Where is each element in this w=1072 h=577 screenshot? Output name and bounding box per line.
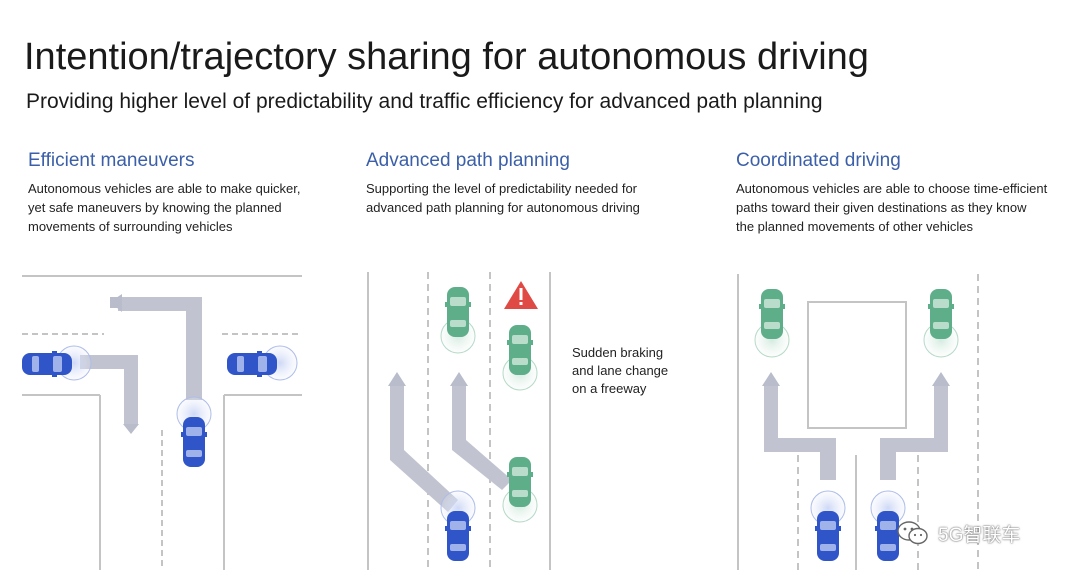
car-blue-left <box>815 511 841 561</box>
car-blue-westbound <box>22 351 72 377</box>
car-blue-ego <box>445 511 471 561</box>
freeway-note: Sudden braking and lane change on a free… <box>572 344 692 398</box>
trajectory-arrow-head <box>932 372 950 386</box>
coordinated-scene <box>737 274 979 570</box>
section-title-coordinated-driving: Coordinated driving <box>736 150 901 171</box>
intersection-scene <box>22 275 302 570</box>
trajectory-path <box>390 385 458 512</box>
wechat-icon <box>897 521 928 545</box>
description-line: the planned movements of other vehicles <box>736 219 974 234</box>
description-line: advanced path planning for autonomous dr… <box>366 200 640 215</box>
description-line: movements of surrounding vehicles <box>28 219 233 234</box>
description-line: Autonomous vehicles are able to choose t… <box>736 181 1048 196</box>
car-blue-turning <box>181 417 207 467</box>
freeway-note-line: and lane change <box>572 363 669 378</box>
trajectory-arrow-head <box>450 372 468 386</box>
car-green-rear <box>507 457 533 507</box>
car-green-lead <box>445 287 471 337</box>
car-green-braking <box>507 325 533 375</box>
warning-mark <box>519 302 523 305</box>
car-green-left <box>759 289 785 339</box>
trajectory-path <box>118 297 202 400</box>
watermark-text: 5G智联车 <box>938 524 1021 546</box>
description-line: paths toward their given destinations as… <box>736 200 1027 215</box>
building-block <box>807 301 907 429</box>
description-line: yet safe maneuvers by knowing the planne… <box>28 200 282 215</box>
freeway-note-line: on a freeway <box>572 381 647 396</box>
freeway-scene <box>367 272 551 570</box>
trajectory-path <box>452 385 512 490</box>
description-line: Autonomous vehicles are able to make qui… <box>28 181 301 196</box>
warning-mark <box>519 288 523 300</box>
section-title-efficient-maneuvers: Efficient maneuvers <box>28 150 195 171</box>
trajectory-arrow-head <box>388 372 406 386</box>
trajectory-path <box>764 384 836 480</box>
trajectory-path <box>880 384 948 480</box>
section-title-advanced-path-planning: Advanced path planning <box>366 150 570 171</box>
section-description-advanced-path-planning: Supporting the level of predictability n… <box>366 179 686 217</box>
page-subtitle: Providing higher level of predictability… <box>26 90 823 113</box>
trajectory-arrow-head <box>123 424 139 434</box>
car-green-right <box>928 289 954 339</box>
trajectory-arrow-head <box>762 372 780 386</box>
freeway-note-line: Sudden braking <box>572 345 664 360</box>
description-line: Supporting the level of predictability n… <box>366 181 638 196</box>
page-title: Intention/trajectory sharing for autonom… <box>24 36 869 78</box>
car-blue-eastbound <box>227 351 277 377</box>
watermark: 5G智联车 <box>896 518 1020 548</box>
trajectory-arrow-head <box>110 294 122 312</box>
section-description-efficient-maneuvers: Autonomous vehicles are able to make qui… <box>28 179 348 236</box>
section-description-coordinated-driving: Autonomous vehicles are able to choose t… <box>736 179 1072 236</box>
